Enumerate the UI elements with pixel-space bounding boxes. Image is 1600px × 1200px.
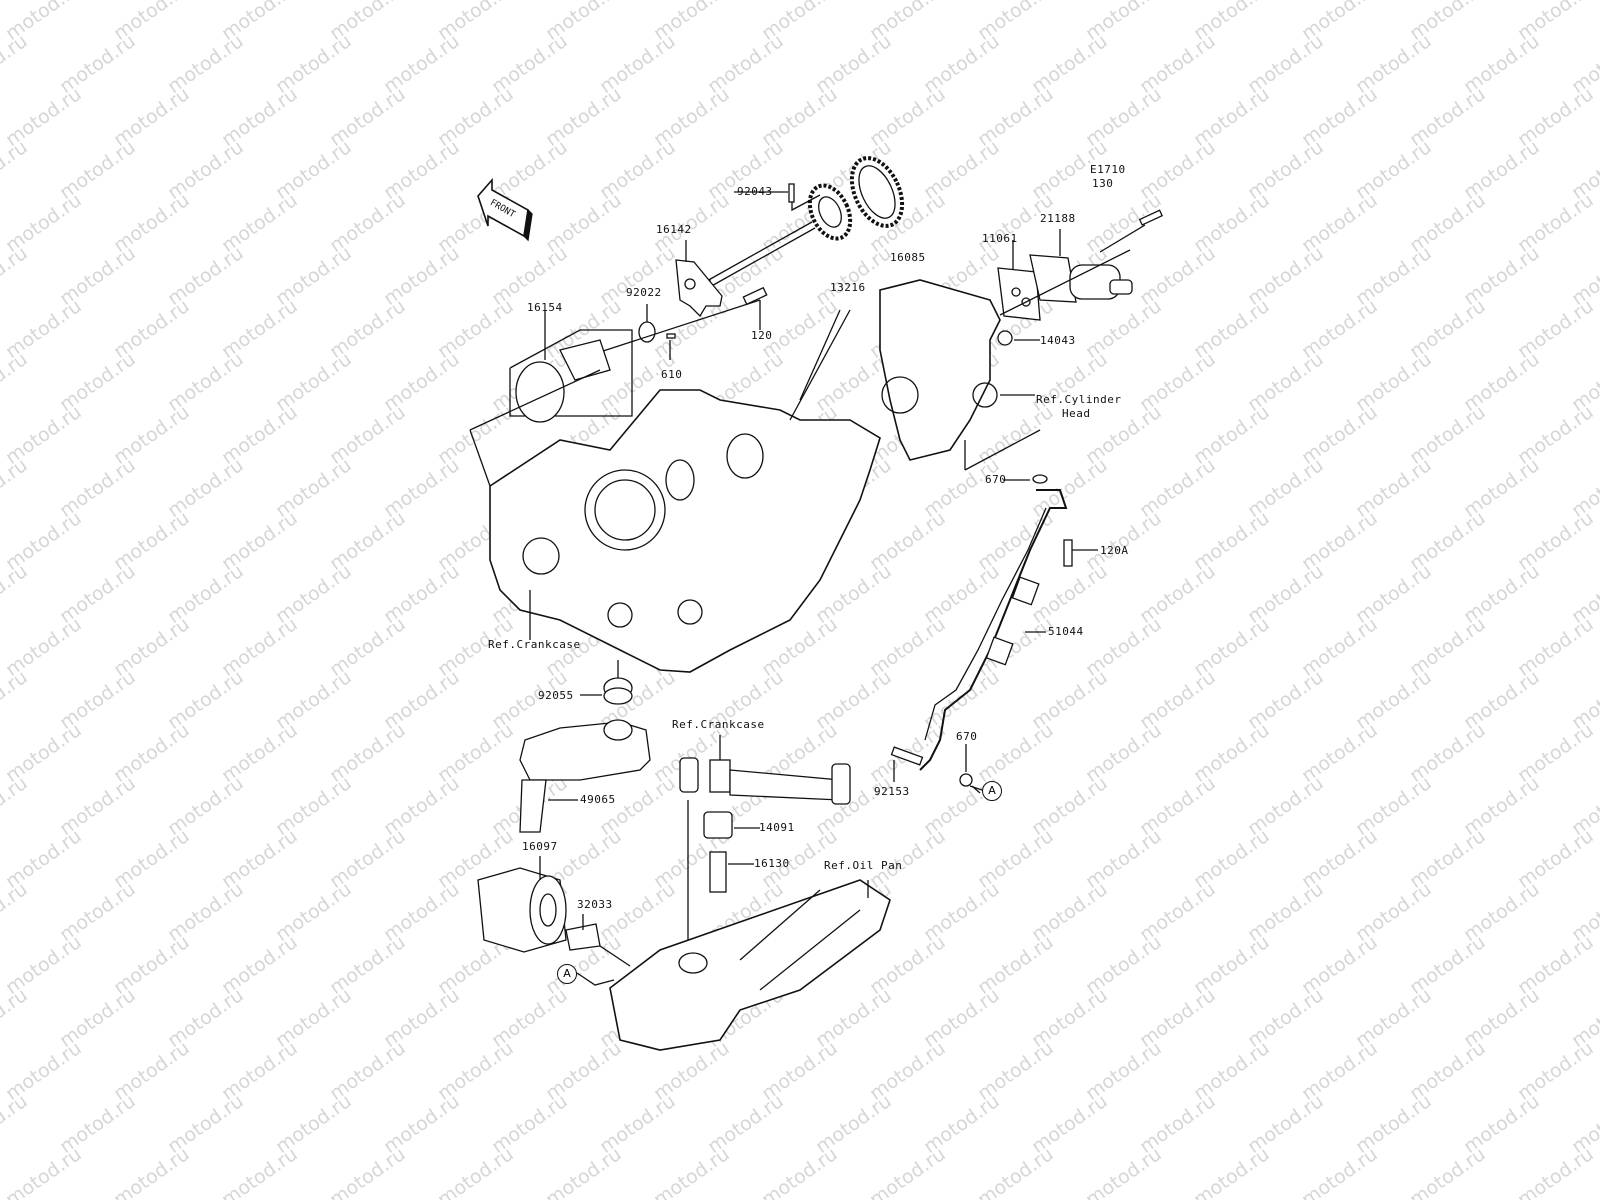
cylinder-head-fragment bbox=[879, 279, 1041, 471]
part-label-670-lower[interactable]: 670 bbox=[956, 730, 978, 743]
part-label-16154[interactable]: 16154 bbox=[527, 301, 563, 314]
oil-pan bbox=[609, 879, 891, 1051]
part-label-92153[interactable]: 92153 bbox=[874, 785, 910, 798]
part-label-92043[interactable]: 92043 bbox=[737, 185, 773, 198]
part-label-16142[interactable]: 16142 bbox=[656, 223, 692, 236]
part-label-92055[interactable]: 92055 bbox=[538, 689, 574, 702]
part-label-92022[interactable]: 92022 bbox=[626, 286, 662, 299]
part-label-670-upper[interactable]: 670 bbox=[985, 473, 1007, 486]
ref-cylinder-head-label[interactable]: Ref.Cylinder bbox=[1036, 393, 1122, 406]
part-label-16130[interactable]: 16130 bbox=[754, 857, 790, 870]
part-label-11061[interactable]: 11061 bbox=[982, 232, 1018, 245]
ref-oil-pan-label[interactable]: Ref.Oil Pan bbox=[824, 859, 903, 872]
part-label-51044[interactable]: 51044 bbox=[1048, 625, 1084, 638]
part-label-130[interactable]: 130 bbox=[1092, 177, 1114, 190]
rotor-set-16154 bbox=[469, 310, 633, 431]
front-arrow-icon: FRONT bbox=[477, 177, 533, 242]
oil-pipe-51044 bbox=[919, 489, 1068, 771]
oil-strainer-49065 bbox=[519, 719, 651, 833]
part-label-120[interactable]: 120 bbox=[751, 329, 773, 342]
ref-crankcase-label-upper[interactable]: Ref.Crankcase bbox=[488, 638, 581, 651]
part-label-14091[interactable]: 14091 bbox=[759, 821, 795, 834]
callout-marker-a-pipe: A bbox=[982, 781, 1002, 801]
ref-crankcase-label-lower[interactable]: Ref.Crankcase bbox=[672, 718, 765, 731]
crankcase-body bbox=[469, 309, 881, 673]
ref-cylinder-head-label-line2: Head bbox=[1062, 407, 1091, 420]
shaft-13216 bbox=[699, 183, 853, 289]
callout-marker-a-pan: A bbox=[557, 964, 577, 984]
part-label-21188[interactable]: 21188 bbox=[1040, 212, 1076, 225]
part-label-610[interactable]: 610 bbox=[661, 368, 683, 381]
part-label-14043[interactable]: 14043 bbox=[1040, 334, 1076, 347]
part-label-16085[interactable]: 16085 bbox=[890, 251, 926, 264]
part-label-13216[interactable]: 13216 bbox=[830, 281, 866, 294]
gear-16085 bbox=[849, 156, 905, 228]
part-label-E1710[interactable]: E1710 bbox=[1090, 163, 1126, 176]
part-label-49065[interactable]: 49065 bbox=[580, 793, 616, 806]
oil-filter-16097 bbox=[477, 856, 567, 953]
part-label-16097[interactable]: 16097 bbox=[522, 840, 558, 853]
part-label-120A[interactable]: 120A bbox=[1100, 544, 1129, 557]
part-label-32033[interactable]: 32033 bbox=[577, 898, 613, 911]
